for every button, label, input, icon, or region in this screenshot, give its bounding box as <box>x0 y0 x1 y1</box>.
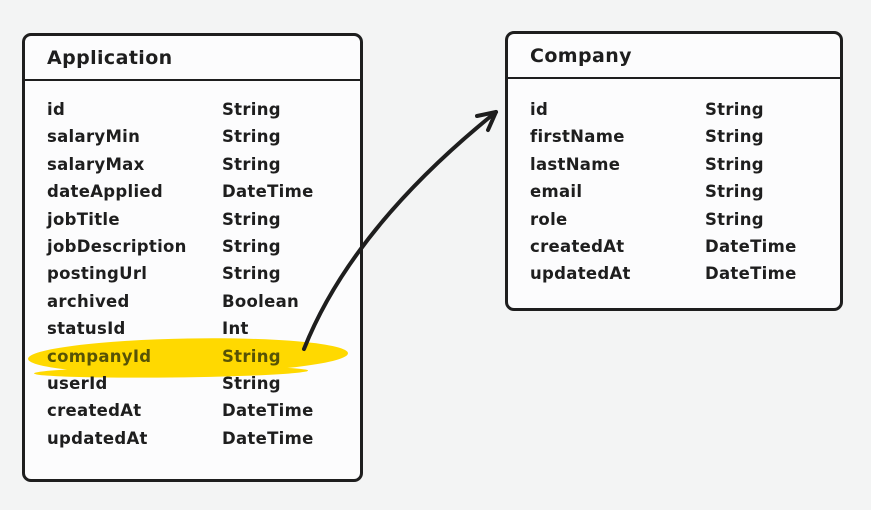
entity-table-company[interactable]: Company id String firstName String lastN… <box>505 31 843 311</box>
field-name: role <box>530 209 568 229</box>
field-row: createdAt DateTime <box>508 233 840 260</box>
field-name: statusId <box>47 319 126 339</box>
field-type: String <box>705 100 764 119</box>
field-name: salaryMax <box>47 154 145 174</box>
field-row-companyid-highlighted: companyId String <box>25 343 360 370</box>
field-row: dateApplied DateTime <box>25 178 360 205</box>
field-row: firstName String <box>508 123 840 150</box>
field-type: String <box>222 127 281 147</box>
field-type: Boolean <box>222 291 300 311</box>
field-name: postingUrl <box>47 264 148 284</box>
field-list: id String salaryMin String salaryMax Str… <box>25 81 360 452</box>
field-row: id String <box>508 96 840 123</box>
field-row: postingUrl String <box>25 260 360 287</box>
field-row: salaryMin String <box>25 123 360 150</box>
field-type: String <box>222 154 281 174</box>
field-row: lastName String <box>508 151 840 178</box>
field-name: jobTitle <box>47 209 120 229</box>
field-type: DateTime <box>222 182 314 202</box>
field-type: String <box>705 182 764 202</box>
field-type: String <box>222 373 281 393</box>
field-name: email <box>530 182 583 202</box>
entity-table-application[interactable]: Application id String salaryMin String s… <box>22 33 363 482</box>
field-name: archived <box>47 291 130 311</box>
field-type: DateTime <box>222 428 314 448</box>
field-name: dateApplied <box>47 182 164 202</box>
field-type: String <box>705 127 764 147</box>
field-row: createdAt DateTime <box>25 397 360 424</box>
field-type: String <box>222 264 281 284</box>
field-row: email String <box>508 178 840 205</box>
field-name: updatedAt <box>530 264 631 284</box>
field-type: String <box>222 209 281 229</box>
field-type: String <box>705 209 764 229</box>
field-name: companyId <box>47 346 152 366</box>
field-type: DateTime <box>705 236 797 256</box>
field-row: id String <box>25 96 360 123</box>
field-name: id <box>530 100 549 119</box>
table-title: Company <box>508 34 840 79</box>
field-row: role String <box>508 206 840 233</box>
field-name: id <box>47 100 66 119</box>
field-type: DateTime <box>222 401 314 421</box>
field-row: salaryMax String <box>25 151 360 178</box>
field-row: statusId Int <box>25 315 360 342</box>
field-type: String <box>222 236 281 256</box>
field-row: jobTitle String <box>25 206 360 233</box>
field-name: createdAt <box>530 236 625 256</box>
field-name: createdAt <box>47 401 142 421</box>
arrowhead-icon <box>475 110 498 132</box>
table-title: Application <box>25 36 360 81</box>
field-row: jobDescription String <box>25 233 360 260</box>
field-type: Int <box>222 319 249 339</box>
field-type: String <box>222 100 281 119</box>
field-type: String <box>705 154 764 174</box>
field-row: userId String <box>25 370 360 397</box>
field-name: salaryMin <box>47 127 141 147</box>
field-row: updatedAt DateTime <box>508 260 840 287</box>
field-name: jobDescription <box>47 236 187 256</box>
field-name: firstName <box>530 127 625 147</box>
field-type: String <box>222 346 281 366</box>
field-name: lastName <box>530 154 621 174</box>
field-name: userId <box>47 373 108 393</box>
field-type: DateTime <box>705 264 797 284</box>
field-row: updatedAt DateTime <box>25 425 360 452</box>
field-row: archived Boolean <box>25 288 360 315</box>
field-list: id String firstName String lastName Stri… <box>508 79 840 288</box>
field-name: updatedAt <box>47 428 148 448</box>
